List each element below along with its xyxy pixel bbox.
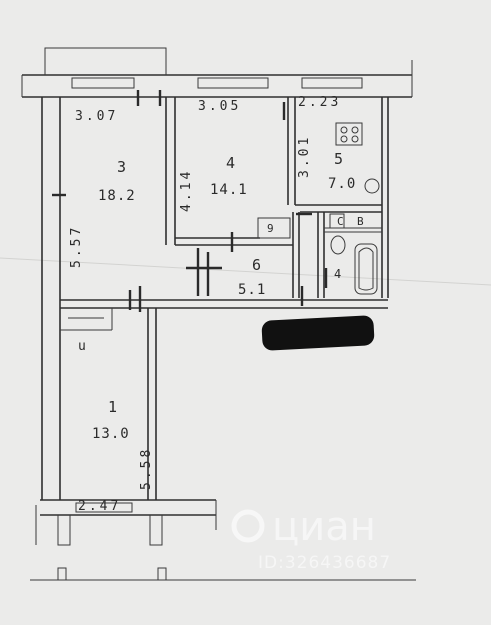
room-6-number: 6 [252, 256, 261, 274]
room-4-area: 14.1 [210, 182, 248, 198]
sink-icon [364, 178, 380, 194]
watermark-brand: циан [272, 504, 376, 550]
closet-mark-u: u [78, 339, 86, 354]
room-4-number: 4 [226, 154, 235, 172]
bath-mark-c: C [337, 215, 344, 228]
room-3-area: 18.2 [98, 188, 136, 204]
small-marks: C B 4 u 9 [78, 215, 364, 354]
interior-walls [60, 97, 388, 500]
toilet-icon [330, 235, 346, 255]
cian-logo-icon [231, 509, 265, 543]
room-labels: 3 18.2 4 14.1 5 7.0 6 5.1 1 13.0 [92, 150, 356, 442]
dim-partition: 4.14 [179, 169, 194, 212]
room-5-number: 5 [334, 150, 343, 168]
watermark-id: ID:326436687 [258, 553, 391, 573]
redaction-mark [261, 315, 375, 351]
bath-mark-b: B [357, 215, 364, 228]
dim-top-right: 2.23 [298, 95, 341, 110]
dimension-labels: 3.07 3.05 2.23 2.47 5.57 4.14 3.01 5.58 [69, 95, 341, 514]
dim-bottom: 2.47 [78, 499, 121, 514]
room-5-area: 7.0 [328, 176, 356, 192]
dim-room1-side: 5.58 [139, 447, 154, 490]
fixtures [329, 122, 380, 295]
bath-mark-4: 4 [334, 267, 341, 281]
bathtub-icon [354, 243, 378, 295]
room-1-number: 1 [108, 398, 117, 416]
room-1-area: 13.0 [92, 426, 130, 442]
dim-kitchen-side: 3.01 [297, 135, 312, 178]
dim-left-wall: 5.57 [69, 225, 84, 268]
watermark: циан ID:326436687 [231, 504, 391, 573]
door-marks [52, 90, 328, 312]
exterior-walls [21, 47, 413, 546]
dim-top-left: 3.07 [75, 109, 118, 124]
dim-top-mid: 3.05 [198, 99, 241, 114]
fold-line [0, 257, 491, 286]
closet-mark-9: 9 [267, 222, 274, 235]
room-6-area: 5.1 [238, 282, 266, 298]
stove-icon [335, 122, 363, 146]
room-3-number: 3 [117, 158, 126, 176]
